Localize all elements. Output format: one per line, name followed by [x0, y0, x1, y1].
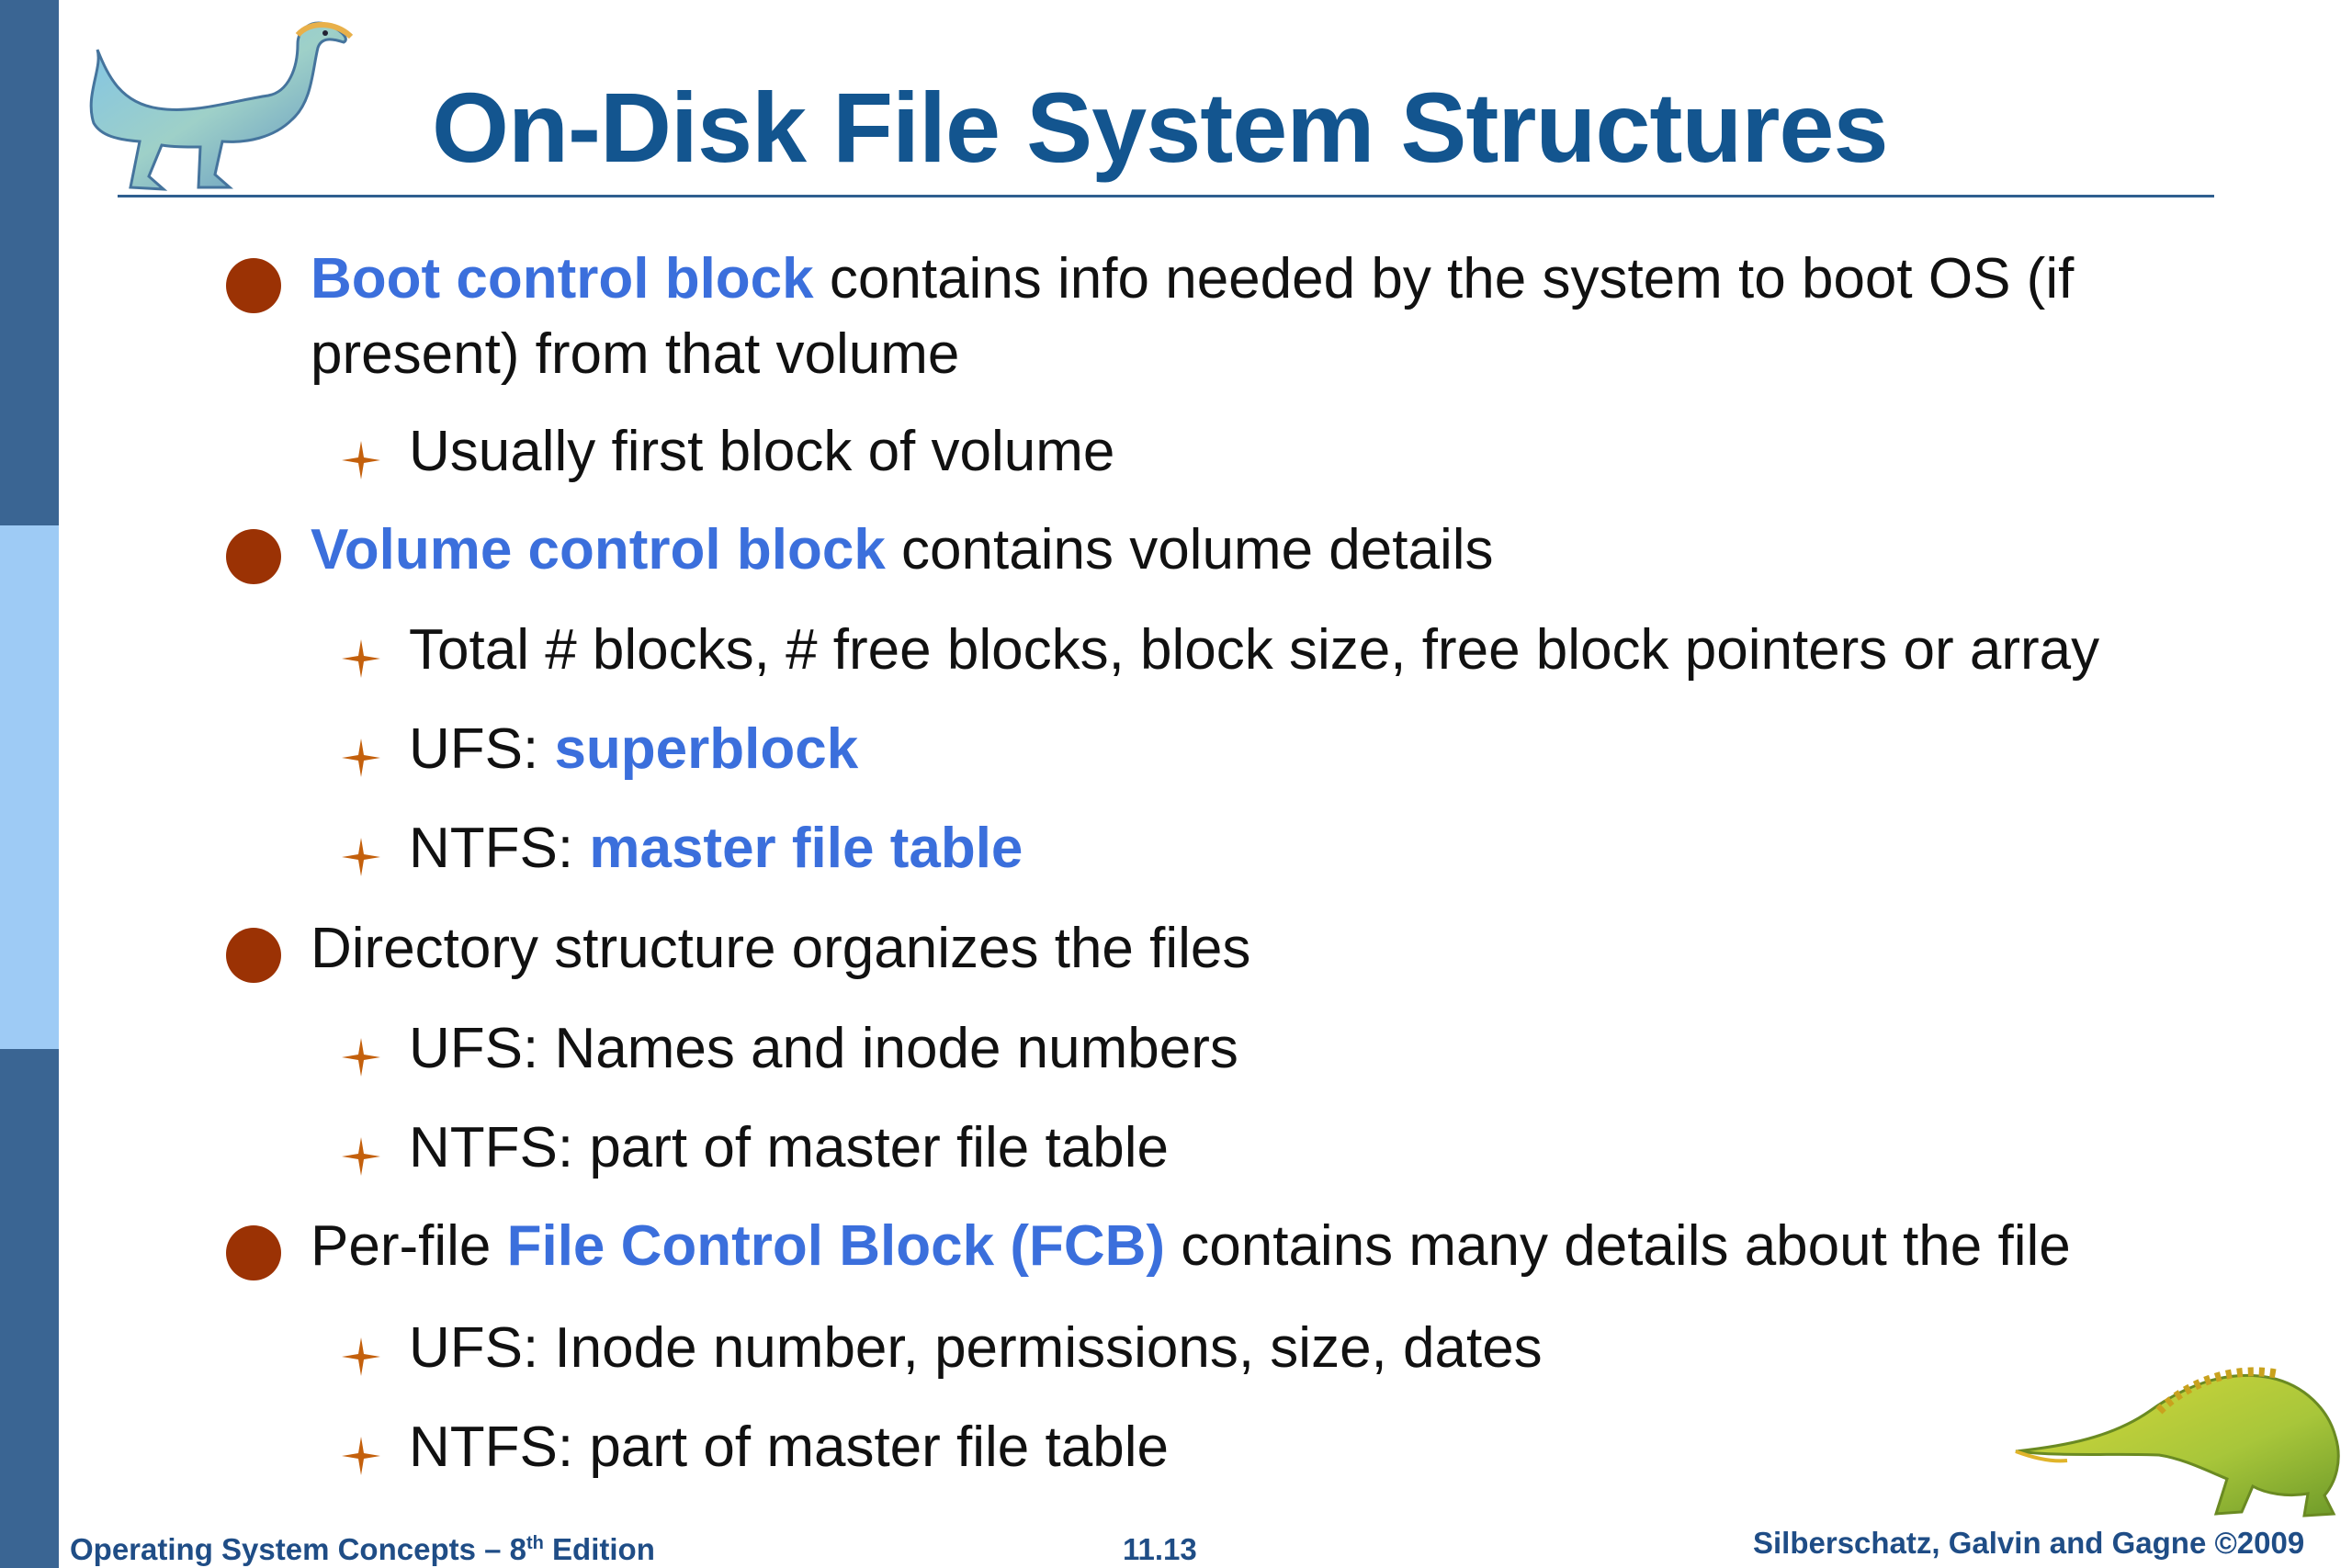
- term-highlight: superblock: [554, 717, 859, 781]
- sub-bullet-text: Total # blocks, # free blocks, block siz…: [409, 618, 2100, 682]
- sub-bullet-star-icon: [342, 441, 380, 479]
- bullet-dot-icon: [226, 1225, 281, 1280]
- sub-bullet-star-icon: [342, 739, 380, 777]
- sub-bullet-star-icon: [342, 1038, 380, 1077]
- bullet-text: contains volume details: [885, 518, 1494, 581]
- side-band-top: [0, 0, 59, 525]
- bullet-boot-control-block: Boot control block contains info needed …: [311, 246, 2074, 311]
- footer-book-title: Operating System Concepts – 8th Edition: [70, 1532, 655, 1567]
- sub-bullet-text: NTFS: part of master file table: [409, 1416, 1169, 1479]
- sub-bullet-star-icon: [342, 639, 380, 678]
- footer-book-prefix: Operating System Concepts – 8: [70, 1532, 526, 1566]
- bullet-text: contains info needed by the system to bo…: [813, 247, 2075, 310]
- sub-bullet-star-icon: [342, 1137, 380, 1176]
- title-divider: [118, 195, 2214, 197]
- sub-bullet-ufs-superblock: UFS: superblock: [409, 716, 858, 782]
- bullet-file-control-block: Per-file File Control Block (FCB) contai…: [311, 1213, 2071, 1279]
- bullet-dot-icon: [226, 928, 281, 983]
- sub-bullet-text: UFS: Names and inode numbers: [409, 1017, 1238, 1080]
- side-band: [0, 0, 59, 1568]
- sub-bullet-star-icon: [342, 838, 380, 876]
- bullet-text: Per-file: [311, 1214, 507, 1278]
- bullet-dot-icon: [226, 258, 281, 313]
- footer-copyright: Silberschatz, Galvin and Gagne ©2009: [1753, 1526, 2305, 1560]
- footer-book-sup: th: [526, 1533, 544, 1553]
- bullet-volume-control-block: Volume control block contains volume det…: [311, 517, 1494, 582]
- dinosaur-top-icon: [89, 21, 354, 191]
- term-highlight: File Control Block (FCB): [506, 1214, 1166, 1278]
- bullet-text: contains many details about the file: [1165, 1214, 2071, 1278]
- term-highlight: Boot control block: [311, 247, 814, 310]
- bullet-directory-structure: Directory structure organizes the files: [311, 917, 1251, 980]
- slide-title: On-Disk File System Structures: [432, 72, 1889, 183]
- sub-bullet-text: NTFS: part of master file table: [409, 1116, 1169, 1179]
- sub-bullet-ntfs-mft: NTFS: master file table: [409, 816, 1023, 881]
- term-highlight: Volume control block: [311, 518, 886, 581]
- footer-page-number: 11.13: [1123, 1532, 1197, 1566]
- sub-bullet-text: NTFS:: [409, 817, 590, 880]
- sub-bullet-star-icon: [342, 1337, 380, 1376]
- sub-bullet-text: UFS:: [409, 717, 555, 781]
- term-highlight: master file table: [589, 817, 1023, 880]
- bullet-continuation: present) from that volume: [311, 322, 960, 386]
- footer-book-suffix: Edition: [543, 1532, 655, 1566]
- dinosaur-bottom-icon: [2015, 1367, 2340, 1517]
- sub-bullet-text: Usually first block of volume: [409, 420, 1115, 483]
- sub-bullet-text: UFS: Inode number, permissions, size, da…: [409, 1316, 1543, 1380]
- bullet-dot-icon: [226, 529, 281, 584]
- side-band-middle: [0, 525, 59, 1049]
- side-band-bottom: [0, 1049, 59, 1568]
- sub-bullet-star-icon: [342, 1437, 380, 1475]
